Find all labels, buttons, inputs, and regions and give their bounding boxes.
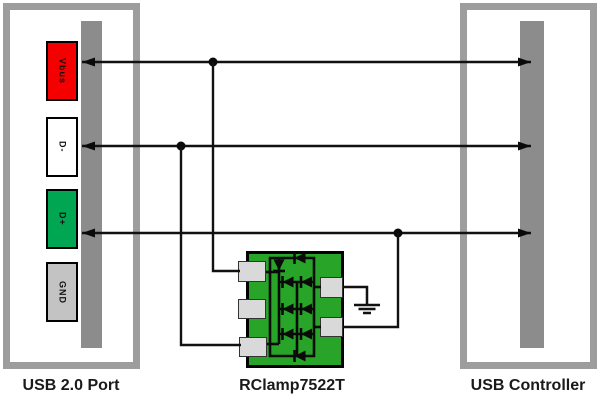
junction-dot [176,141,186,151]
pad-dminus: D- [46,117,78,177]
ic-pin-left-1 [238,261,266,282]
junction-dot [208,57,218,67]
pad-gnd-label: GND [57,280,68,304]
ic-pin-right-2 [320,317,343,337]
ic-pin-left-3 [239,337,267,357]
usb-port-label: USB 2.0 Port [22,377,120,394]
pad-dminus-label: D- [57,141,68,153]
pad-gnd: GND [46,262,78,322]
junction-dot [393,228,403,238]
usb-controller-connector-bar [520,21,544,348]
ic-pin-right-1 [320,277,343,298]
ic-pin-left-2 [238,299,266,319]
clamp-ic-label: RClamp7522T [239,377,345,394]
ground-icon [343,285,380,315]
pad-dplus: D+ [46,189,78,249]
pad-vbus-label: Vbus [57,57,68,84]
pad-vbus: Vbus [46,41,78,101]
pad-dplus-label: D+ [57,212,68,226]
usb-controller-label: USB Controller [470,377,586,394]
usb-port-connector-bar [81,21,102,348]
